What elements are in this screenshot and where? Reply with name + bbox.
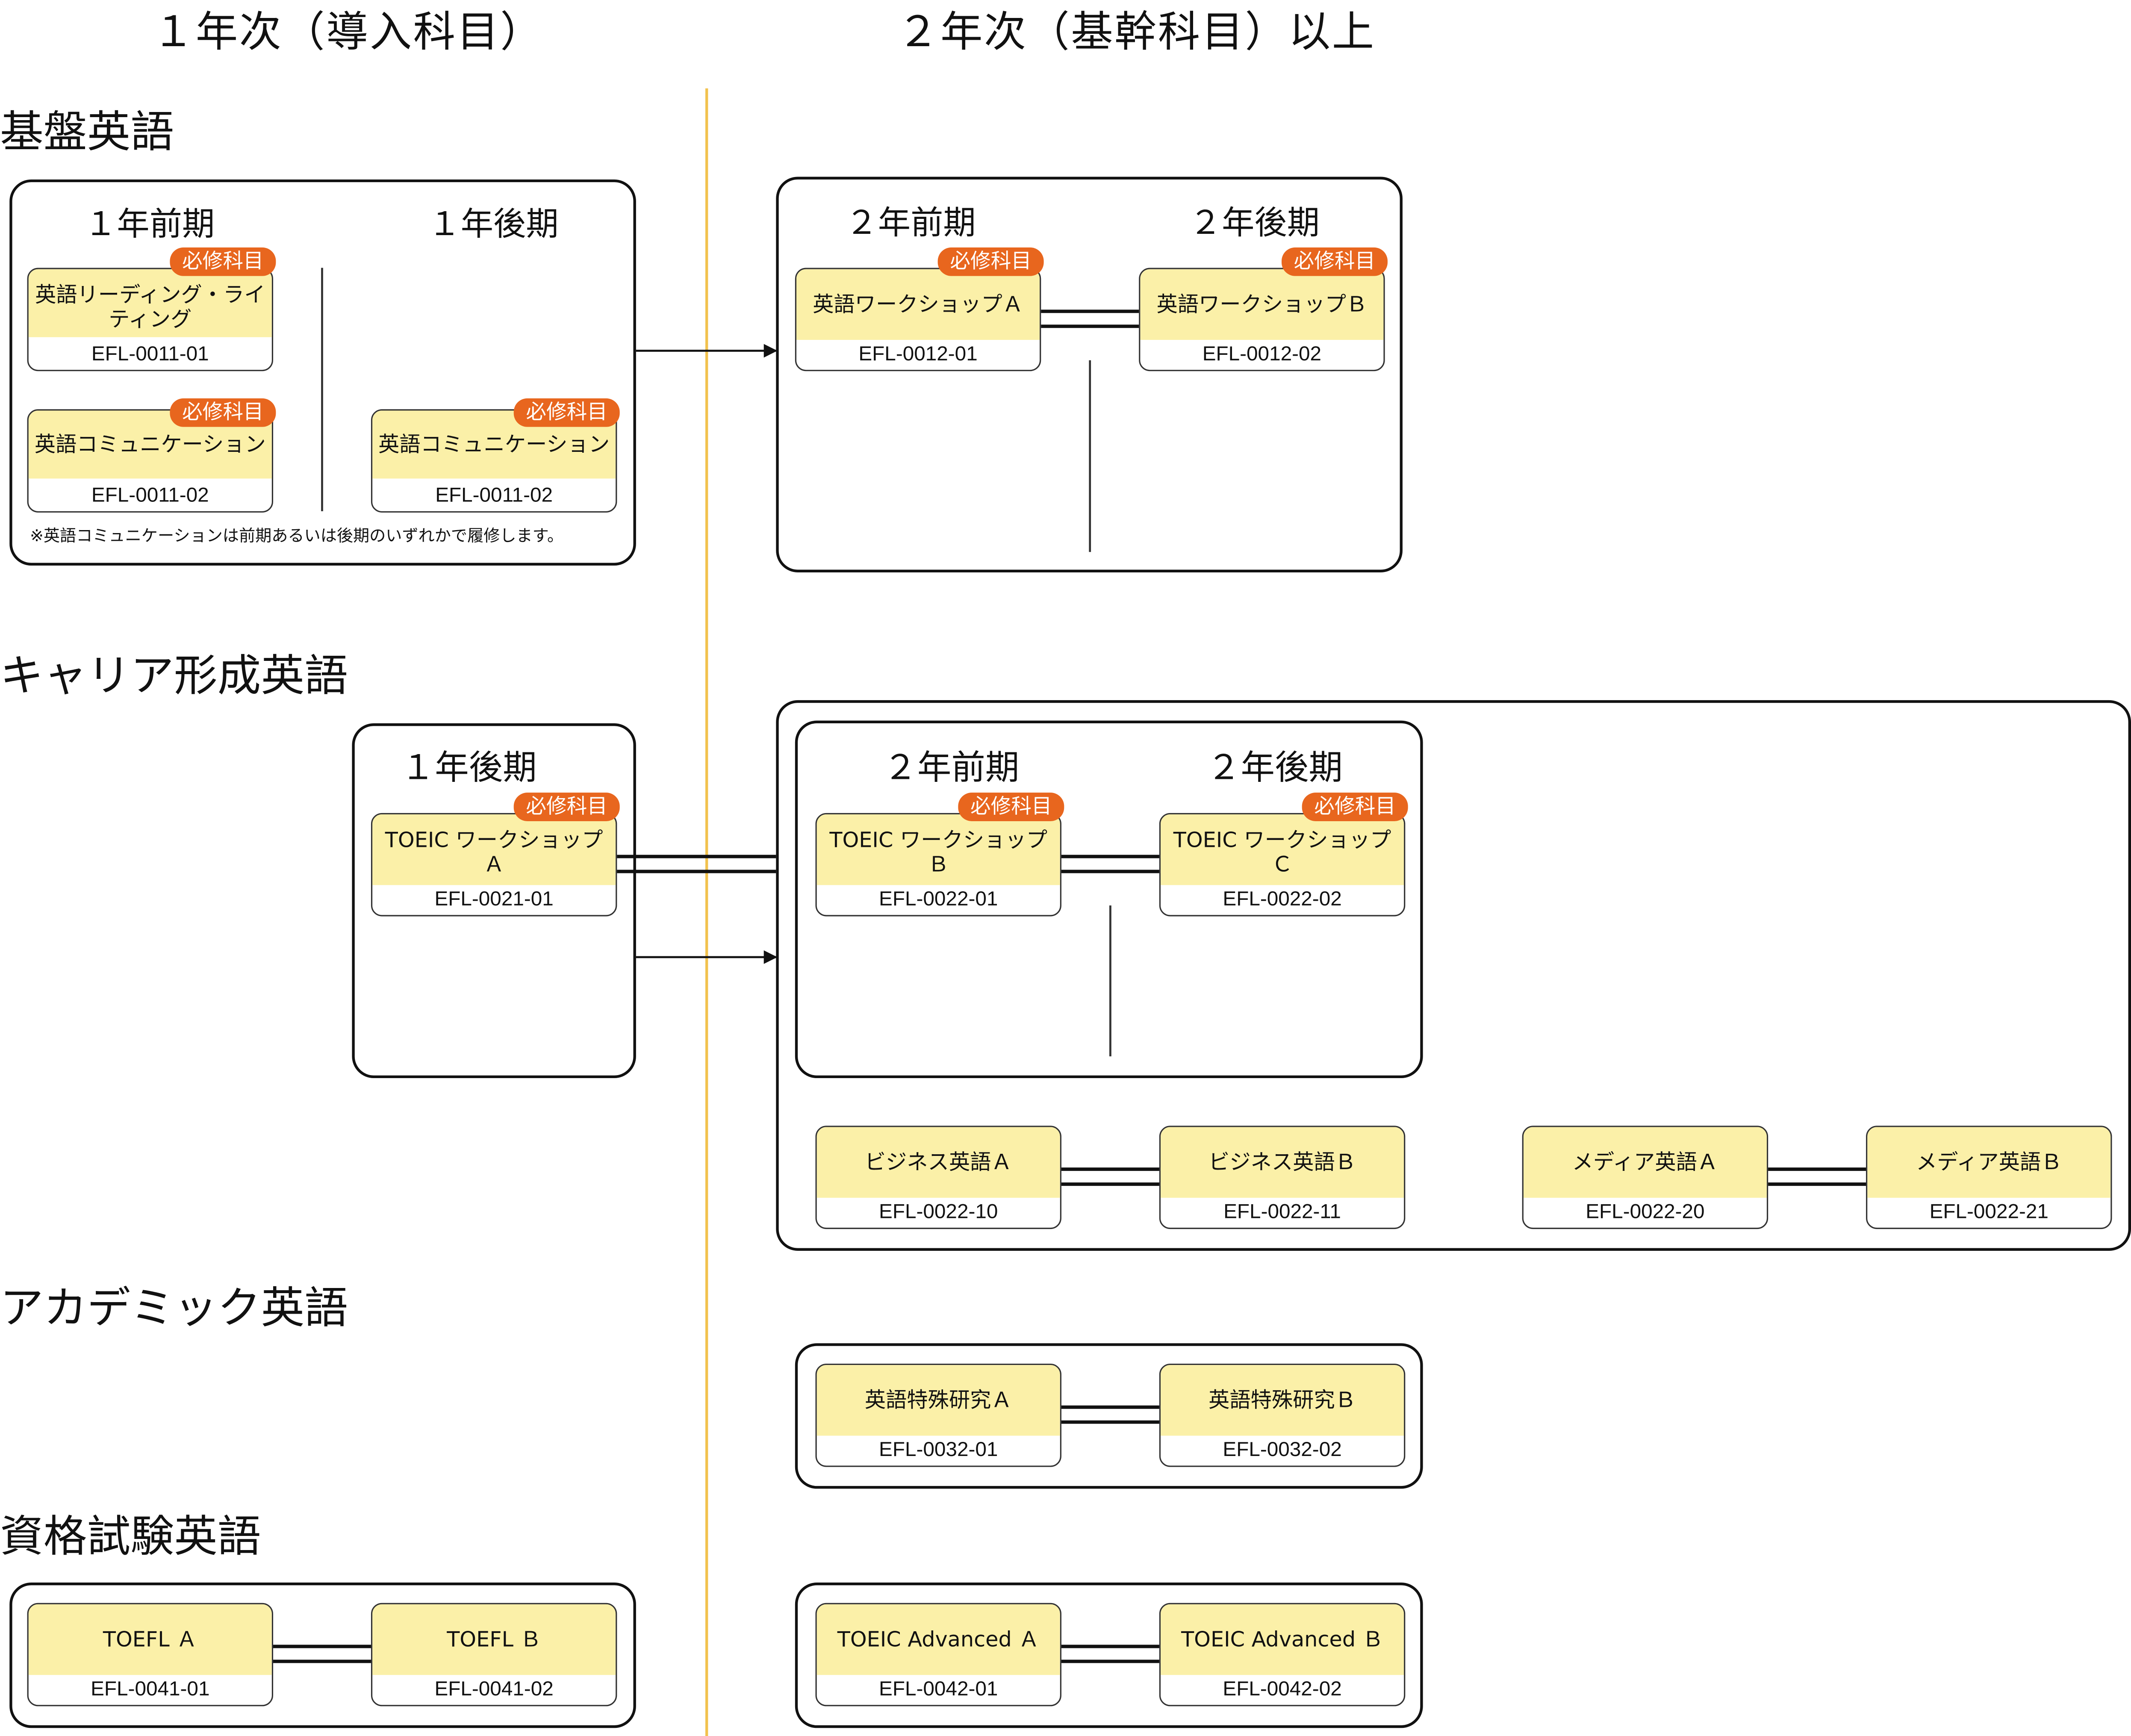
course-code: EFL-0022-02 [1223, 887, 1342, 911]
course-code: EFL-0032-01 [879, 1438, 998, 1461]
section-title-career: キャリア形成英語 [0, 650, 348, 702]
course-name: TOEIC ワークショップＢ [816, 814, 1060, 885]
course-card[interactable]: 英語特殊研究Ｂ EFL-0032-02 [1159, 1363, 1406, 1467]
course-code: EFL-0011-02 [91, 483, 209, 507]
course-card[interactable]: TOEIC Advanced Ｂ EFL-0042-02 [1159, 1603, 1406, 1707]
required-badge: 必修科目 [513, 398, 620, 427]
course-code: EFL-0032-02 [1223, 1438, 1342, 1461]
course-name: ビジネス英語Ｂ [1161, 1127, 1404, 1198]
pair-link [273, 1645, 371, 1663]
course-name: TOEIC ワークショップＣ [1161, 814, 1404, 885]
required-badge: 必修科目 [958, 793, 1064, 821]
course-code: EFL-0012-02 [1202, 342, 1322, 365]
course-name: TOEIC Advanced Ａ [816, 1604, 1060, 1675]
course-code: EFL-0012-01 [858, 342, 978, 365]
course-code: EFL-0042-02 [1223, 1677, 1342, 1701]
term-label-y1-second: １年後期 [428, 205, 559, 244]
pair-link [1041, 309, 1139, 328]
required-badge: 必修科目 [1281, 247, 1388, 276]
required-badge: 必修科目 [937, 247, 1044, 276]
course-card[interactable]: 英語特殊研究Ａ EFL-0032-01 [815, 1363, 1061, 1467]
course-name: 英語ワークショップＢ [1140, 269, 1384, 340]
course-name: TOEIC ワークショップＡ [372, 814, 616, 885]
required-badge: 必修科目 [513, 793, 620, 821]
course-card[interactable]: TOEIC ワークショップＡ EFL-0021-01 [371, 813, 617, 917]
section-title-exam: 資格試験英語 [0, 1510, 261, 1562]
pair-link [1061, 1405, 1159, 1424]
course-name: 英語ワークショップＡ [796, 269, 1040, 340]
pair-link [1061, 1645, 1159, 1663]
course-code: EFL-0022-10 [879, 1200, 998, 1223]
course-card[interactable]: ビジネス英語Ｂ EFL-0022-11 [1159, 1126, 1406, 1229]
course-code: EFL-0011-02 [435, 483, 553, 507]
course-code: EFL-0021-01 [434, 887, 554, 911]
course-name: 英語リーディング・ライティング [28, 269, 272, 337]
required-badge: 必修科目 [1302, 793, 1408, 821]
course-card[interactable]: TOEIC Advanced Ａ EFL-0042-01 [815, 1603, 1061, 1707]
course-card[interactable]: メディア英語Ａ EFL-0022-20 [1522, 1126, 1768, 1229]
course-code: EFL-0022-11 [1223, 1200, 1341, 1223]
course-note: ※英語コミュニケーションは前期あるいは後期のいずれかで履修します。 [29, 526, 564, 545]
course-card[interactable]: TOEIC ワークショップＣ EFL-0022-02 [1159, 813, 1406, 917]
course-code: EFL-0022-21 [1929, 1200, 2048, 1223]
course-card[interactable]: メディア英語Ｂ EFL-0022-21 [1866, 1126, 2112, 1229]
column-title-year1: １年次（導入科目） [152, 8, 544, 57]
course-card[interactable]: 英語リーディング・ライティング EFL-0011-01 [27, 268, 274, 371]
course-code: EFL-0022-20 [1586, 1200, 1705, 1223]
course-name: ビジネス英語Ａ [816, 1127, 1060, 1198]
course-name: TOEFL Ａ [28, 1604, 272, 1675]
course-card[interactable]: TOEIC ワークショップＢ EFL-0022-01 [815, 813, 1061, 917]
term-label-y2-second: ２年後期 [1207, 748, 1343, 787]
term-label-y1-first: １年前期 [84, 205, 215, 244]
pair-link [1061, 1167, 1159, 1186]
required-badge: 必修科目 [170, 398, 276, 427]
required-badge: 必修科目 [170, 247, 276, 276]
column-title-year2: ２年次（基幹科目）以上 [897, 8, 1376, 57]
course-name: TOEFL Ｂ [372, 1604, 616, 1675]
course-code: EFL-0011-01 [91, 342, 209, 365]
course-card[interactable]: TOEFL Ｂ EFL-0041-02 [371, 1603, 617, 1707]
course-name: メディア英語Ａ [1523, 1127, 1767, 1198]
pair-link [1061, 855, 1159, 873]
course-name: メディア英語Ｂ [1867, 1127, 2111, 1198]
year-divider [705, 88, 708, 1736]
pair-link [1768, 1167, 1866, 1186]
course-name: 英語特殊研究Ａ [816, 1365, 1060, 1436]
section-title-basic: 基盤英語 [0, 106, 174, 158]
course-code: EFL-0022-01 [879, 887, 998, 911]
pair-link [617, 855, 776, 873]
course-card[interactable]: ビジネス英語Ａ EFL-0022-10 [815, 1126, 1061, 1229]
course-card[interactable]: 英語ワークショップＢ EFL-0012-02 [1139, 268, 1385, 371]
course-code: EFL-0042-01 [879, 1677, 998, 1701]
course-code: EFL-0041-02 [434, 1677, 554, 1701]
term-label-y2-second: ２年後期 [1189, 204, 1320, 242]
course-card[interactable]: TOEFL Ａ EFL-0041-01 [27, 1603, 274, 1707]
course-name: TOEIC Advanced Ｂ [1161, 1604, 1404, 1675]
term-label-y2-first: ２年前期 [883, 748, 1020, 787]
term-label-y1-second: １年後期 [401, 748, 537, 787]
course-name: 英語特殊研究Ｂ [1161, 1365, 1404, 1436]
term-label-y2-first: ２年前期 [845, 204, 976, 242]
course-card[interactable]: 英語ワークショップＡ EFL-0012-01 [795, 268, 1041, 371]
section-title-academic: アカデミック英語 [0, 1282, 348, 1334]
course-code: EFL-0041-01 [91, 1677, 210, 1701]
